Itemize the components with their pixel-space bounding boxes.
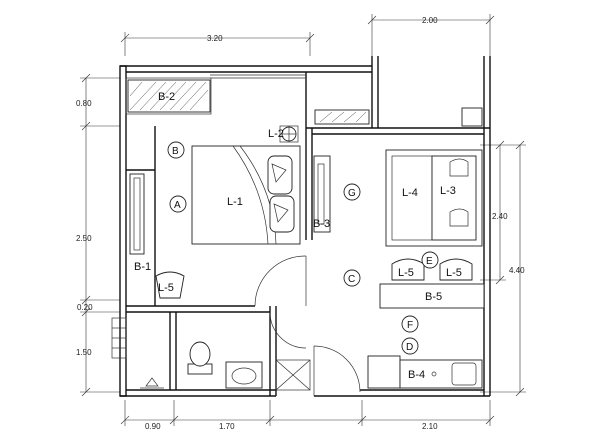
marker-b-label: B xyxy=(172,146,179,157)
marker-f xyxy=(401,315,419,333)
marker-a-label: A xyxy=(174,200,181,211)
wardrobe-b1 xyxy=(129,173,145,255)
label-l2: L-2 xyxy=(268,128,284,140)
chair-l5-a xyxy=(391,258,425,281)
label-b1: B-1 xyxy=(134,261,151,273)
bed-l1 xyxy=(191,145,301,245)
dim-left-top: 0.80 xyxy=(76,99,92,108)
marker-g xyxy=(343,183,361,201)
walls xyxy=(119,56,491,397)
column-symbol xyxy=(140,377,164,389)
dim-left-mid: 2.50 xyxy=(76,234,92,243)
label-b2: B-2 xyxy=(158,91,175,103)
dim-bottom-mid: 1.70 xyxy=(219,422,235,431)
dim-right-total: 4.40 xyxy=(509,266,525,275)
marker-d xyxy=(401,337,419,355)
label-b5: B-5 xyxy=(425,291,442,303)
marker-b xyxy=(167,141,185,159)
chair-l5-b xyxy=(439,258,473,281)
marker-e xyxy=(421,251,439,269)
bathroom xyxy=(111,311,311,391)
label-l5-a: L-5 xyxy=(398,267,414,279)
label-l1: L-1 xyxy=(227,196,243,208)
marker-d-label: D xyxy=(406,342,413,353)
sofa-l3 xyxy=(385,149,483,247)
dim-bottom-left: 0.90 xyxy=(145,422,161,431)
kitchen-b4 xyxy=(367,355,483,389)
label-l4: L-4 xyxy=(402,187,418,199)
dimension-lines xyxy=(80,14,526,426)
dim-left-bottom: 1.50 xyxy=(76,348,92,357)
entrance-door xyxy=(313,345,361,396)
bedroom-door xyxy=(254,255,307,307)
marker-g-label: G xyxy=(348,188,356,199)
dim-bottom-right: 2.10 xyxy=(422,422,438,431)
marker-c-label: C xyxy=(348,274,355,285)
label-l5-left: L-5 xyxy=(158,282,174,294)
marker-c xyxy=(343,269,361,287)
dim-top-right: 2.00 xyxy=(422,16,438,25)
dim-left-small: 0.20 xyxy=(77,303,93,312)
label-b3: B-3 xyxy=(313,218,330,230)
marker-e-label: E xyxy=(426,256,433,267)
dim-right-mid: 2.40 xyxy=(492,212,508,221)
chair-l5-bedroom xyxy=(155,271,185,299)
marker-f-label: F xyxy=(407,320,413,331)
label-l3: L-3 xyxy=(440,185,456,197)
lamp-l2 xyxy=(279,125,299,143)
label-b4: B-4 xyxy=(408,369,425,381)
marker-a xyxy=(169,195,187,213)
balcony-strip xyxy=(314,107,483,127)
wardrobe-b2 xyxy=(127,79,211,113)
cabinet-b3 xyxy=(313,155,331,233)
label-l5-b: L-5 xyxy=(446,267,462,279)
dim-top-left: 3.20 xyxy=(207,34,223,43)
counter-b5 xyxy=(379,283,485,309)
